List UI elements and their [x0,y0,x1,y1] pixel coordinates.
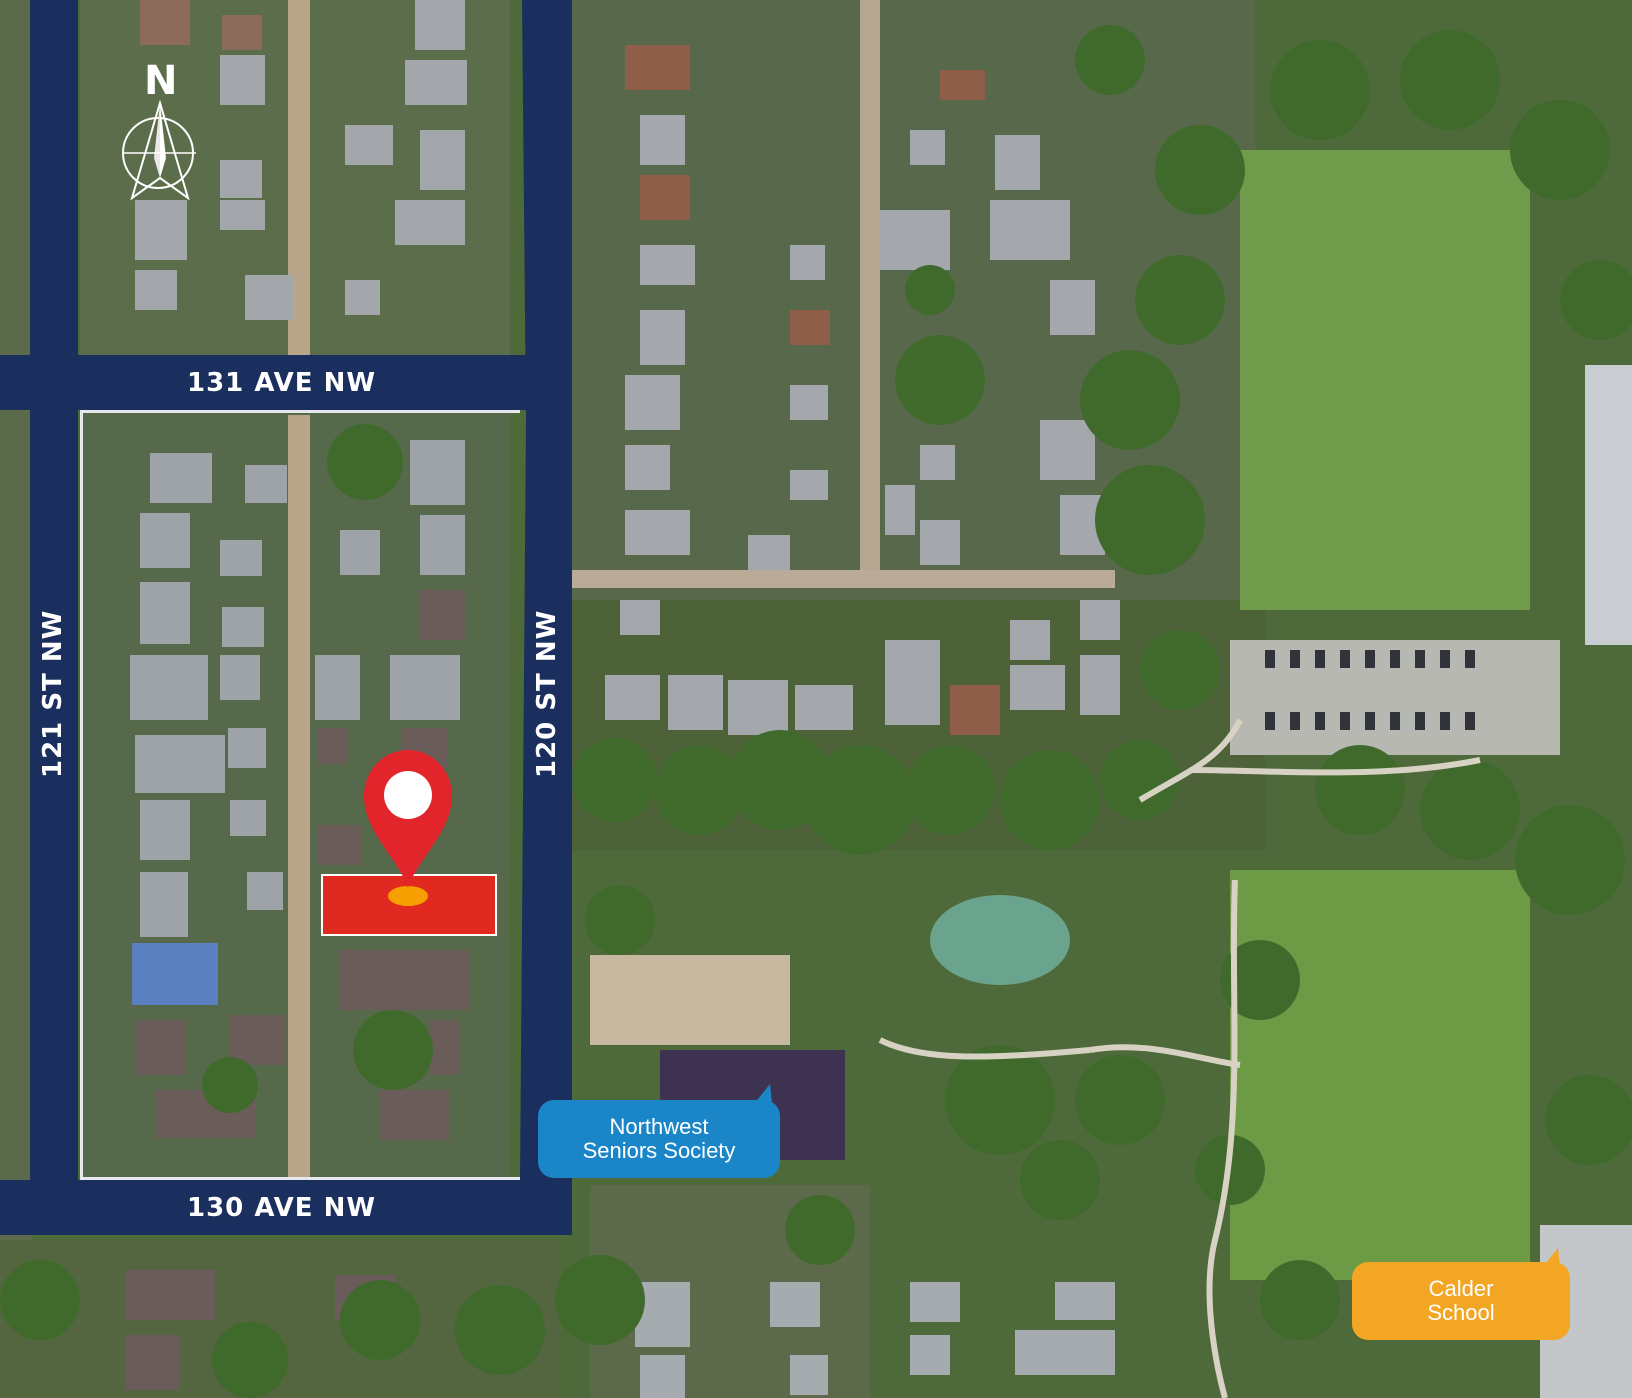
gravel-lot [590,955,790,1045]
road-131-ave [0,355,572,410]
street-label-121-st: 121 ST NW [38,609,68,778]
road-120-st [520,0,572,1235]
poi-calder-school[interactable]: Calder School [1352,1262,1570,1340]
road-130-ave [0,1180,572,1235]
sports-field-south [1230,870,1530,1280]
street-label-130-ave: 130 AVE NW [187,1193,377,1223]
poi-name-line1: Calder [1428,1276,1494,1301]
pin-base-ellipse [388,886,428,906]
playground [930,895,1070,985]
poi-northwest-seniors-society[interactable]: Northwest Seniors Society [538,1100,780,1178]
school-building-north [1585,365,1632,645]
callout-tail-calder [1542,1248,1560,1268]
road-edges [80,410,520,1180]
poi-name-line1: Northwest [609,1114,709,1139]
roads [0,0,572,1235]
block-far-west [0,0,32,1398]
road-side-street [565,570,1115,588]
alley-north [288,0,310,355]
compass-north-label: N [144,58,178,104]
blue-roof-house [132,943,218,1005]
road-121-st-west [30,0,78,1190]
street-label-131-ave: 131 AVE NW [187,368,377,398]
poi-name-line2: School [1427,1300,1495,1325]
house-roofs-dark [135,590,470,1140]
park-paths [878,718,1481,1398]
house-roofs [130,440,465,937]
street-label-120-st: 120 ST NW [532,609,562,778]
parked-cars [1265,650,1475,730]
sports-field-north [1240,150,1530,610]
location-pin-icon [364,750,452,888]
alley-central [860,0,880,580]
poi-name-line2: Seniors Society [582,1138,736,1163]
tree-canopy [0,25,1632,1398]
alley-south [288,415,310,1185]
callout-tail-seniors [754,1084,772,1104]
compass-icon [122,99,196,201]
